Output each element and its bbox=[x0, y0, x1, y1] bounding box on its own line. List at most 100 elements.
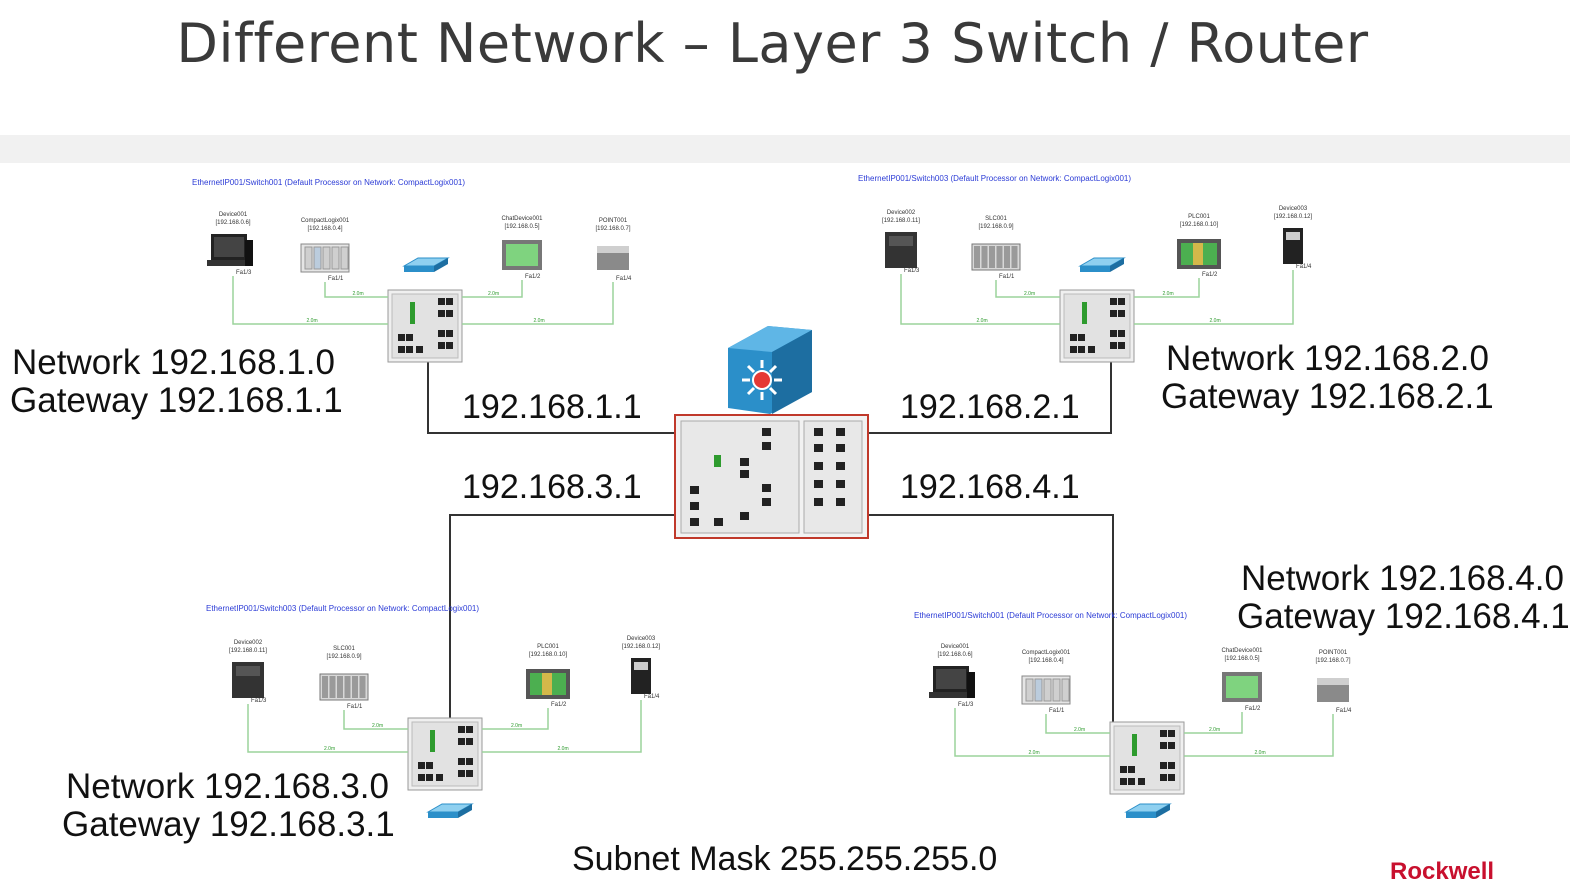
device-port: Fa1/1 bbox=[999, 274, 1015, 280]
hub-icon bbox=[426, 803, 474, 818]
cable-length: 2.0m bbox=[1209, 727, 1220, 733]
device-ip: [192.168.0.7] bbox=[595, 226, 630, 232]
brand-logo: Rockwell bbox=[1390, 858, 1495, 882]
cable bbox=[1184, 714, 1334, 757]
device-ip: [192.168.0.7] bbox=[1315, 658, 1350, 664]
device-port: Fa1/4 bbox=[616, 276, 632, 282]
device-ip: [192.168.0.6] bbox=[215, 220, 250, 226]
plc-device-icon bbox=[1177, 239, 1221, 269]
cable-length: 2.0m bbox=[1074, 727, 1085, 733]
device-ip: [192.168.0.5] bbox=[1224, 656, 1259, 662]
device-name: Device001 bbox=[219, 212, 248, 218]
cable-length: 2.0m bbox=[353, 291, 364, 297]
cluster-header: EthernetIP001/Switch003 (Default Process… bbox=[206, 604, 479, 613]
router-port bbox=[836, 462, 845, 470]
device-ip: [192.168.0.12] bbox=[622, 644, 661, 650]
router-port bbox=[814, 498, 823, 506]
switch-icon bbox=[407, 717, 483, 791]
router-port bbox=[690, 518, 699, 526]
device-name: SLC001 bbox=[985, 216, 1007, 222]
gateway-label-3: Gateway 192.168.3.1 bbox=[62, 805, 395, 844]
device-port: Fa1/2 bbox=[551, 702, 567, 708]
cable-length: 2.0m bbox=[558, 746, 569, 752]
link-net3 bbox=[449, 514, 676, 722]
cable-length: 2.0m bbox=[372, 723, 383, 729]
device-name: SLC001 bbox=[333, 646, 355, 652]
device-port: Fa1/4 bbox=[1296, 264, 1312, 270]
drive-device-icon bbox=[232, 662, 264, 698]
device-name: Device002 bbox=[234, 640, 263, 646]
network-label-1: Network 192.168.1.0 bbox=[12, 343, 335, 382]
router-port bbox=[814, 480, 823, 488]
cluster-header: EthernetIP001/Switch001 (Default Process… bbox=[192, 178, 465, 187]
router-chassis bbox=[674, 414, 869, 539]
router-port bbox=[762, 428, 771, 436]
network-label-3: Network 192.168.3.0 bbox=[66, 767, 389, 806]
cluster-header: EthernetIP001/Switch003 (Default Process… bbox=[858, 174, 1131, 183]
cable bbox=[1134, 270, 1294, 325]
network-label-4: Network 192.168.4.0 bbox=[1241, 559, 1564, 598]
cable bbox=[995, 280, 1060, 298]
cable-length: 2.0m bbox=[307, 318, 318, 324]
device-name: POINT001 bbox=[1319, 650, 1348, 656]
device-name: CompactLogix001 bbox=[301, 218, 350, 224]
io-device-icon bbox=[597, 246, 629, 270]
device-port: Fa1/1 bbox=[347, 704, 363, 710]
device-ip: [192.168.0.10] bbox=[529, 652, 568, 658]
hub-icon bbox=[1124, 803, 1172, 818]
cable bbox=[343, 710, 408, 730]
cable bbox=[462, 280, 523, 298]
cable bbox=[482, 708, 549, 730]
cable-set bbox=[900, 270, 1294, 325]
device-ip: [192.168.0.11] bbox=[229, 648, 267, 654]
cable-length: 2.0m bbox=[1163, 291, 1174, 297]
device-port: Fa1/4 bbox=[1336, 708, 1352, 714]
cable-length: 2.0m bbox=[1210, 318, 1221, 324]
layer3-switch-icon bbox=[728, 326, 812, 414]
router-port bbox=[762, 498, 771, 506]
link-net2 bbox=[868, 360, 1112, 434]
device-port: Fa1/2 bbox=[1202, 272, 1218, 278]
switch-icon bbox=[1109, 721, 1185, 795]
rack-device-icon bbox=[1021, 675, 1071, 705]
device-name: POINT001 bbox=[599, 218, 628, 224]
device-port: Fa1/2 bbox=[525, 274, 541, 280]
router-port bbox=[740, 512, 749, 520]
device-port: Fa1/2 bbox=[1245, 706, 1261, 712]
cable-length: 2.0m bbox=[1255, 750, 1266, 756]
rack-device-icon bbox=[300, 243, 350, 273]
hub-icon bbox=[1078, 257, 1126, 272]
gateway-label-2: Gateway 192.168.2.1 bbox=[1161, 377, 1494, 416]
cable-length: 2.0m bbox=[511, 723, 522, 729]
cable bbox=[1184, 712, 1243, 734]
gateway-label-4: Gateway 192.168.4.1 bbox=[1237, 597, 1570, 636]
router-port bbox=[690, 502, 699, 510]
device-ip: [192.168.0.10] bbox=[1180, 222, 1219, 228]
cable bbox=[324, 282, 388, 298]
pc-device-icon bbox=[929, 666, 975, 698]
router-port bbox=[714, 518, 723, 526]
cable-length: 2.0m bbox=[977, 318, 988, 324]
router-led bbox=[714, 455, 721, 467]
cable bbox=[1045, 714, 1110, 734]
device-name: CompactLogix001 bbox=[1022, 650, 1071, 656]
router-port bbox=[814, 462, 823, 470]
link-net1 bbox=[427, 360, 676, 434]
cable bbox=[482, 700, 642, 753]
cable bbox=[900, 274, 1060, 325]
switch-cluster: EthernetIP001/Switch001 (Default Process… bbox=[914, 611, 1352, 818]
cable-set bbox=[247, 700, 642, 753]
device-port: Fa1/1 bbox=[1049, 708, 1065, 714]
device-ip: [192.168.0.6] bbox=[937, 652, 972, 658]
router-port bbox=[814, 444, 823, 452]
device-name: Device002 bbox=[887, 210, 916, 216]
device-port: Fa1/3 bbox=[236, 270, 252, 276]
slc-device-icon bbox=[971, 243, 1021, 271]
device-ip: [192.168.0.9] bbox=[326, 654, 361, 660]
device-name: ChatDevice001 bbox=[501, 216, 543, 222]
switch-cluster: EthernetIP001/Switch003 (Default Process… bbox=[858, 174, 1313, 363]
network-label-2: Network 192.168.2.0 bbox=[1166, 339, 1489, 378]
device-ip: [192.168.0.4] bbox=[1028, 658, 1063, 664]
device-port: Fa1/3 bbox=[251, 698, 267, 704]
